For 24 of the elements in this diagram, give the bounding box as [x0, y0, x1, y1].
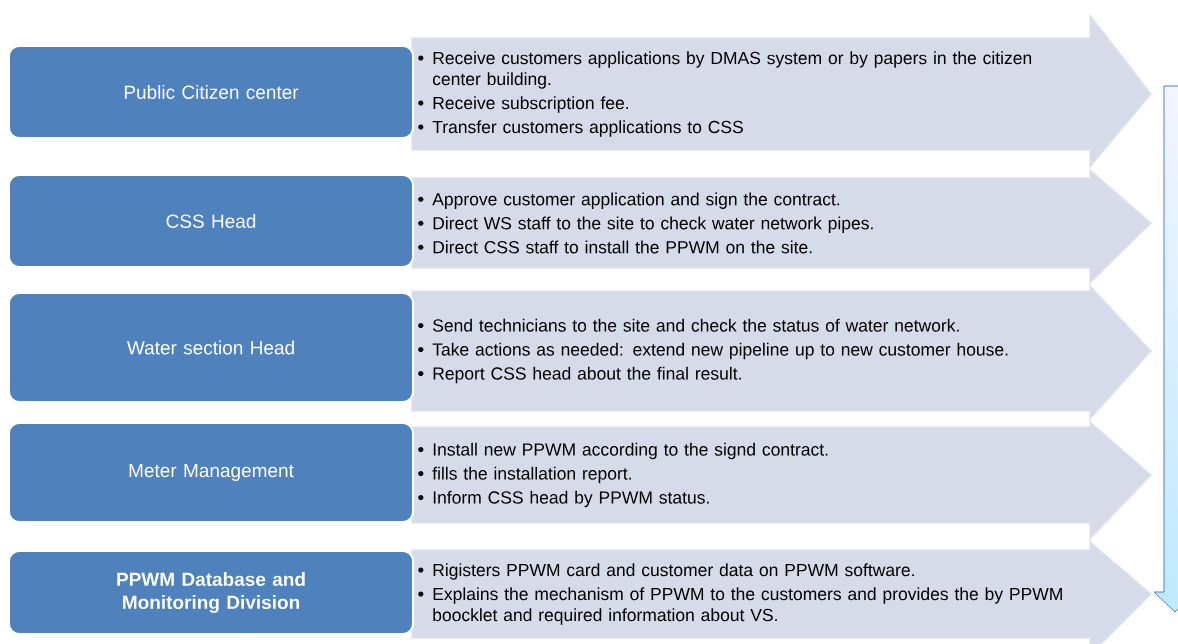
bullet-item: Transfer customers applications to CSS: [432, 120, 743, 137]
bullet-item: Approve customer application and sign the contract.: [432, 192, 840, 209]
process-box: CSS Head: [8, 174, 414, 268]
bullet-item: Direct WS staff to the site to check water network pipes.: [433, 216, 873, 233]
bullet-item: fills the installation report.: [432, 466, 631, 484]
arrow-box: [411, 168, 1153, 285]
process-box: Meter Management: [8, 422, 414, 523]
bullet-item: Receive customers applications by DMAS system or by papers in the citizen center building.: [432, 51, 1032, 89]
arrow-box: [411, 12, 1152, 170]
bullet-item: Take actions as needed: extend new pipeline up to new customer house.: [432, 342, 1008, 360]
process-box: Public Citizen center: [8, 45, 414, 139]
bullet-item: Explains the mechanism of PPWM to the customers and provides the by PPWM boocklet and required information about VS.: [433, 587, 1062, 625]
bullet-item: Direct CSS staff to install the PPWM on the site.: [433, 240, 812, 254]
arrow-box: [411, 540, 1153, 644]
arrow-box: [411, 420, 1153, 541]
bullet-item: Rigisters PPWM card and customer data on PPWM software.: [433, 563, 914, 580]
arrow-box: [411, 284, 1152, 421]
process-box: Water section Head: [8, 292, 414, 403]
bullet-item: Inform CSS head by PPWM status.: [433, 490, 709, 508]
bullet-item: Send technicians to the site and check the status of water network.: [433, 318, 959, 332]
process-box: PPWM Database and Monitoring Division: [8, 550, 414, 635]
bullet-item: Report CSS head about the final result.: [433, 366, 741, 384]
bullet-item: Install new PPWM according to the signd contract.: [433, 442, 828, 460]
bullet-item: Receive subscription fee.: [433, 96, 628, 113]
